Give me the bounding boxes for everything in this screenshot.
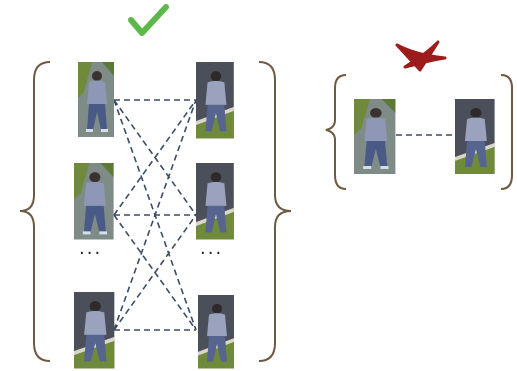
right-group-close-brace xyxy=(500,74,513,190)
right-person-crop-3 xyxy=(198,295,234,369)
left-person-crop-3 xyxy=(74,292,115,369)
left-person-crop-2 xyxy=(74,163,114,240)
check-icon xyxy=(128,4,169,36)
left-person-crop-1 xyxy=(78,62,114,137)
negative-person-crop-1 xyxy=(354,99,396,174)
left-group-open-brace xyxy=(19,61,51,362)
right-person-crop-1 xyxy=(196,62,234,139)
right-column-ellipsis: ··· xyxy=(200,243,224,264)
cross-icon xyxy=(395,40,447,72)
left-group-close-brace xyxy=(258,61,292,362)
right-person-crop-2 xyxy=(196,163,234,240)
right-group-open-brace xyxy=(325,74,347,190)
negative-person-crop-2 xyxy=(455,99,495,174)
left-column-ellipsis: ··· xyxy=(79,243,103,264)
pair-connections xyxy=(113,99,197,331)
